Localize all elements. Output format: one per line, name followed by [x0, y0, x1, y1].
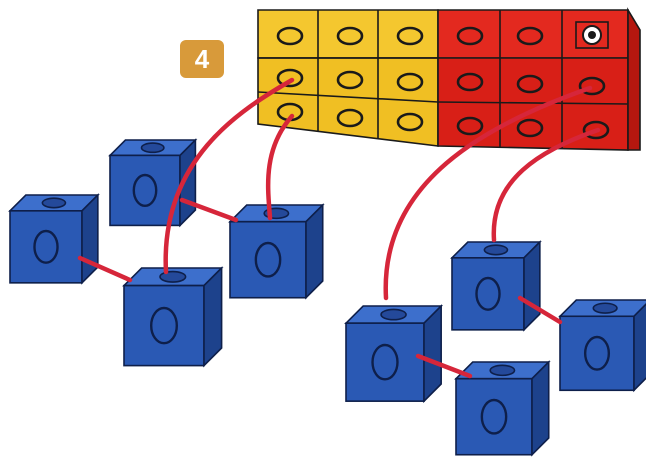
blue-cube-1: [108, 138, 198, 228]
bar-holes: [276, 26, 610, 140]
connector-line-5: [77, 255, 133, 283]
blue-cube-2: [8, 193, 100, 285]
blue-cube-7: [558, 299, 646, 393]
blue-cube-5: [450, 240, 542, 332]
step-number-badge: 4: [180, 40, 224, 78]
blue-cube-group: [8, 138, 646, 457]
connector-line-6: [179, 197, 239, 223]
blue-cube-3: [228, 203, 325, 300]
blue-cube-4: [122, 266, 224, 368]
connector-line-4: [491, 127, 601, 243]
peg-icon: [575, 21, 609, 49]
blue-cube-8: [454, 360, 551, 457]
connector-line-2: [265, 113, 295, 221]
connector-line-7: [517, 295, 563, 325]
connector-line-8: [415, 353, 473, 379]
blue-cube-6: [344, 304, 444, 404]
connector-line-3: [383, 85, 593, 301]
connector-line-1: [163, 77, 295, 275]
connector-lines: [77, 77, 601, 379]
cube-bar: [257, 7, 641, 151]
